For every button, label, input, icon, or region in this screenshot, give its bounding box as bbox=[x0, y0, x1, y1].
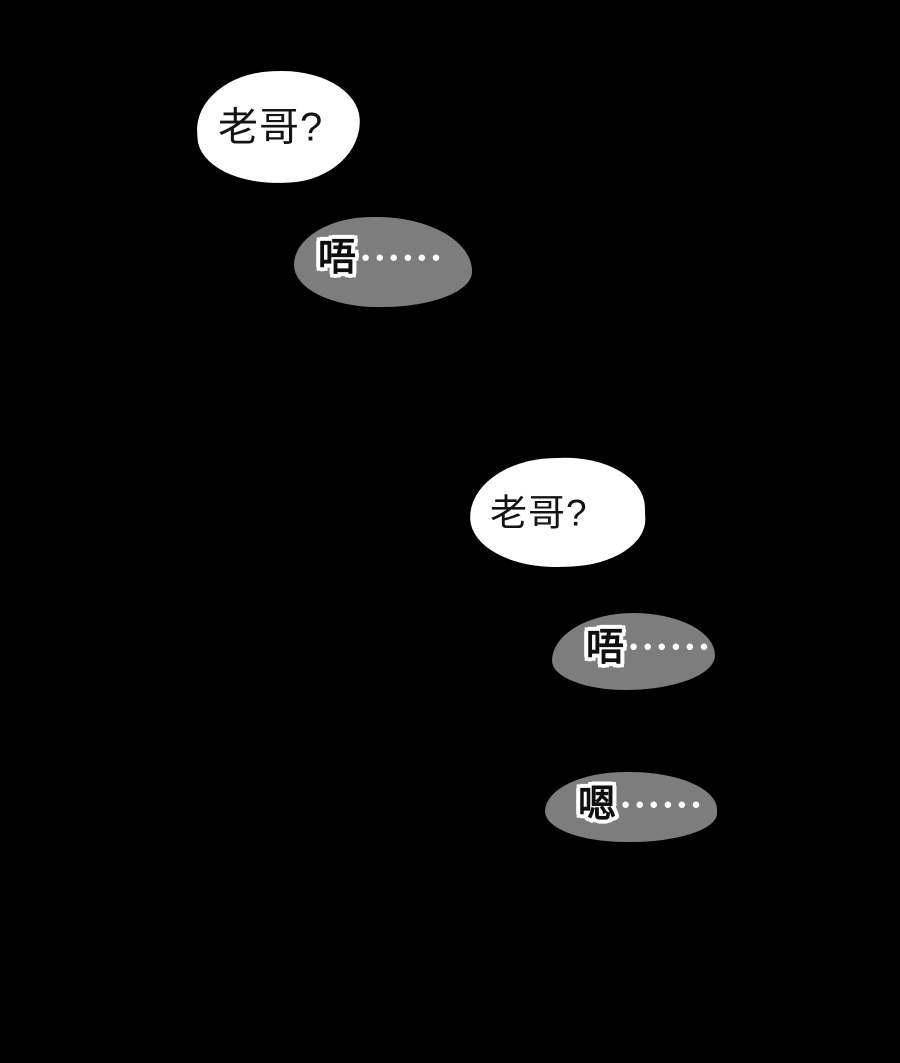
bubble-outlined-char: 唔 唔 bbox=[582, 625, 627, 670]
speech-bubble-murmur-3: 嗯 嗯 ●●●●●● bbox=[545, 772, 717, 842]
bubble-text: 老哥? bbox=[489, 492, 588, 534]
bubble-outlined-char: 唔 唔 bbox=[314, 236, 359, 281]
bubble-outlined-char: 嗯 嗯 bbox=[574, 783, 619, 828]
bubble-char: 唔 bbox=[586, 626, 625, 669]
bubble-char-outline: 嗯 bbox=[574, 783, 619, 828]
speech-bubble-call-2: 老哥? bbox=[468, 454, 647, 571]
bubble-char: 唔 bbox=[318, 237, 357, 279]
bubble-char-outline: 唔 bbox=[314, 236, 359, 281]
speech-bubble-murmur-2: 唔 唔 ●●●●●● bbox=[552, 613, 715, 690]
ellipsis-dots: ●●●●●● bbox=[629, 638, 714, 655]
speech-bubble-murmur-1: 唔 唔 ●●●●●● bbox=[294, 217, 472, 307]
bubble-char: 嗯 bbox=[578, 784, 617, 826]
bubble-text: 老哥? bbox=[217, 105, 324, 150]
bubble-char-outline: 唔 bbox=[582, 625, 627, 670]
ellipsis-dots: ●●●●●● bbox=[621, 795, 706, 813]
speech-bubble-call-1: 老哥? bbox=[194, 66, 363, 188]
ellipsis-dots: ●●●●●● bbox=[361, 248, 446, 266]
